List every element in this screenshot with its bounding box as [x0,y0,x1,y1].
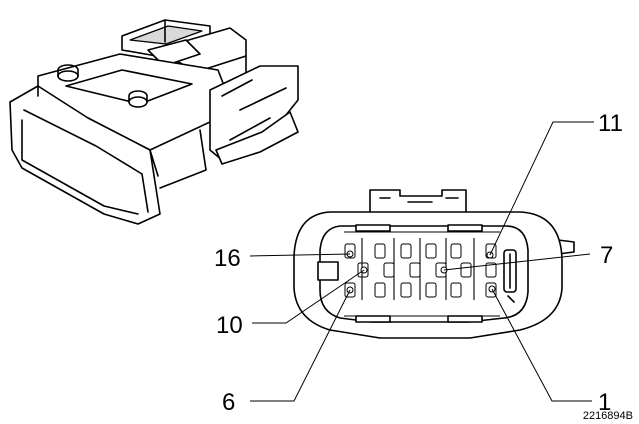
callout-6: 6 [222,389,235,416]
connector-isometric-view [9,19,299,225]
pin-cavities [344,238,497,300]
callout-16: 16 [214,245,241,272]
leader-7 [443,253,591,271]
callout-11: 11 [598,110,623,137]
reference-code: 2216894B [583,410,633,422]
polarization-key [317,261,339,281]
callout-10: 10 [216,312,243,339]
callout-7: 7 [600,242,613,269]
leader-10 [252,269,365,324]
connector-face-view [293,189,575,339]
leader-lines [249,121,594,402]
leader-16 [249,253,351,257]
leader-11 [489,121,594,256]
callout-1: 1 [598,389,611,416]
leader-1 [491,288,592,402]
leader-6 [250,289,351,402]
